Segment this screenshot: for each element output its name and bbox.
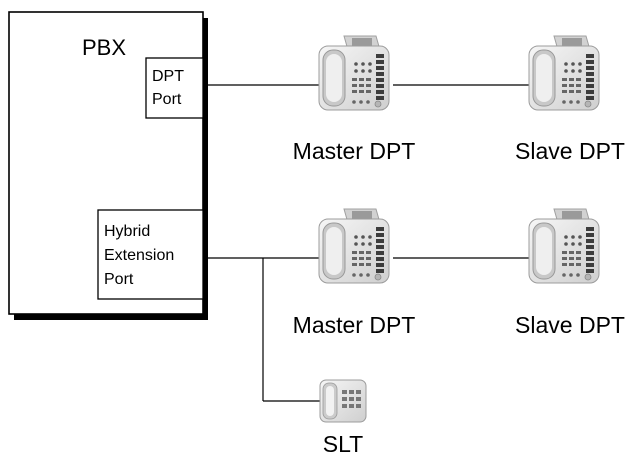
slave-dpt-top-label: Slave DPT: [515, 138, 625, 164]
master-dpt-top-phone-icon: [318, 35, 390, 111]
pbx-title: PBX: [82, 35, 126, 60]
master-dpt-top-label: Master DPT: [293, 138, 416, 164]
master-dpt-bottom-phone-icon: [318, 208, 390, 284]
slave-dpt-top-phone-icon: [528, 35, 600, 111]
hybrid-port-label-line2: Extension: [104, 247, 174, 264]
dpt-port-label-line2: Port: [152, 91, 182, 108]
hybrid-port-label-line3: Port: [104, 271, 134, 288]
slt-label: SLT: [323, 431, 363, 457]
dpt-port-box: [145, 57, 204, 119]
hybrid-port-box: [97, 209, 204, 300]
slave-dpt-bottom-label: Slave DPT: [515, 312, 625, 338]
slave-dpt-bottom-phone-icon: [528, 208, 600, 284]
dpt-port-label-line1: DPT: [152, 68, 184, 85]
slt-phone-icon: [319, 379, 367, 423]
master-dpt-bottom-label: Master DPT: [293, 312, 416, 338]
hybrid-port-label-line1: Hybrid: [104, 223, 150, 240]
